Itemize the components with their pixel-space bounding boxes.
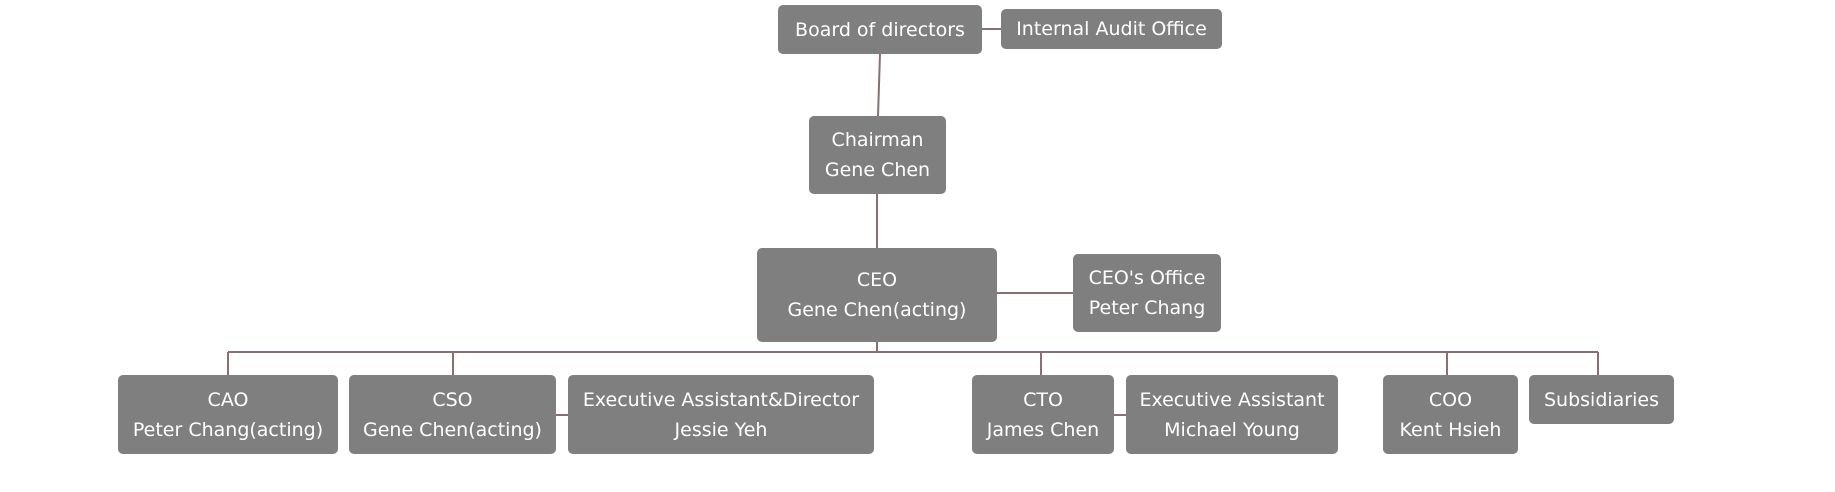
node-internal-audit-office: Internal Audit Office: [1001, 9, 1222, 49]
node-cao-title: CAO: [207, 388, 249, 411]
node-subsidiaries-title: Subsidiaries: [1543, 388, 1659, 411]
node-subsidiaries: Subsidiaries: [1529, 375, 1674, 424]
node-chairman-title: Chairman: [831, 129, 924, 151]
node-cso-name: Gene Chen(acting): [363, 418, 542, 441]
node-executive-assistant-director-name: Jessie Yeh: [674, 418, 768, 441]
node-cto-title: CTO: [1023, 388, 1063, 411]
node-chairman-name: Gene Chen: [824, 159, 931, 181]
node-executive-assistant-director: Executive Assistant&Director Jessie Yeh: [568, 375, 874, 454]
node-cso-title: CSO: [432, 388, 473, 411]
node-coo: COO Kent Hsieh: [1383, 375, 1518, 454]
node-executive-assistant-title: Executive Assistant: [1139, 388, 1325, 411]
node-ceo-name: Gene Chen(acting): [787, 299, 967, 321]
node-executive-assistant-director-title: Executive Assistant&Director: [582, 388, 860, 411]
node-coo-name: Kent Hsieh: [1399, 418, 1502, 441]
node-ceo-title: CEO: [856, 269, 898, 291]
node-internal-audit-office-title: Internal Audit Office: [1016, 18, 1207, 40]
connector-board-chairman: [877, 53, 881, 117]
node-executive-assistant-name: Michael Young: [1164, 418, 1300, 441]
node-board-of-directors-title: Board of directors: [795, 18, 965, 41]
node-ceo: CEO Gene Chen(acting): [757, 248, 997, 342]
node-cto-name: James Chen: [986, 418, 1100, 441]
node-cso: CSO Gene Chen(acting): [349, 375, 556, 454]
node-chairman: Chairman Gene Chen: [809, 116, 946, 194]
node-executive-assistant: Executive Assistant Michael Young: [1126, 375, 1338, 454]
node-cto: CTO James Chen: [972, 375, 1114, 454]
node-ceo-office: CEO's Office Peter Chang: [1073, 254, 1221, 332]
node-ceo-office-title: CEO's Office: [1088, 267, 1206, 289]
node-cao: CAO Peter Chang(acting): [118, 375, 338, 454]
node-cao-name: Peter Chang(acting): [132, 418, 324, 441]
node-ceo-office-name: Peter Chang: [1088, 297, 1206, 319]
node-coo-title: COO: [1428, 388, 1473, 411]
node-board-of-directors: Board of directors: [778, 5, 982, 54]
